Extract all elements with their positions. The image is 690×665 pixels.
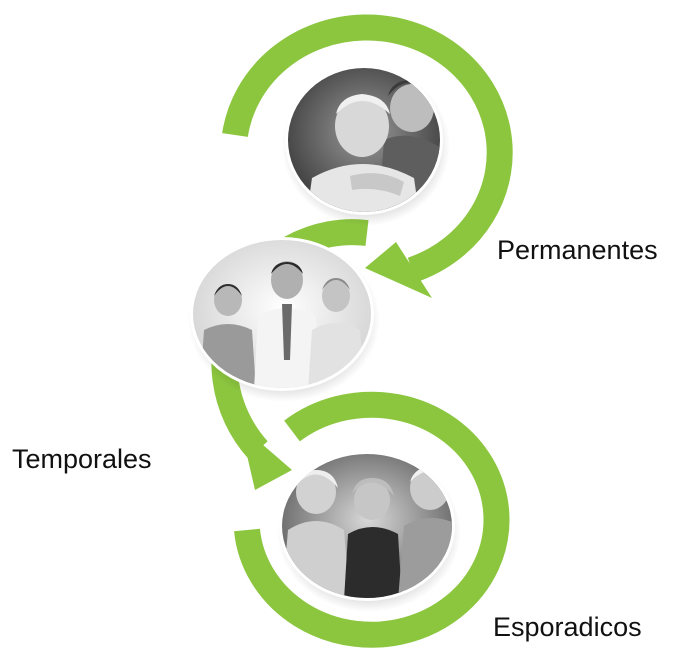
arrowhead-temporales (240, 425, 292, 490)
arrowhead-permanentes (365, 242, 432, 298)
ring-esporadicos (234, 391, 510, 648)
family-with-elderly-parents-photo (277, 451, 461, 612)
stage-label-esporadicos: Esporadicos (493, 612, 642, 642)
medical-team-thumbs-up-photo (188, 237, 380, 402)
ring-permanentes (222, 14, 513, 298)
stage-label-temporales: Temporales (12, 444, 152, 474)
stage-label-permanentes: Permanentes (497, 235, 658, 265)
elderly-couple-embracing-photo (282, 65, 450, 226)
